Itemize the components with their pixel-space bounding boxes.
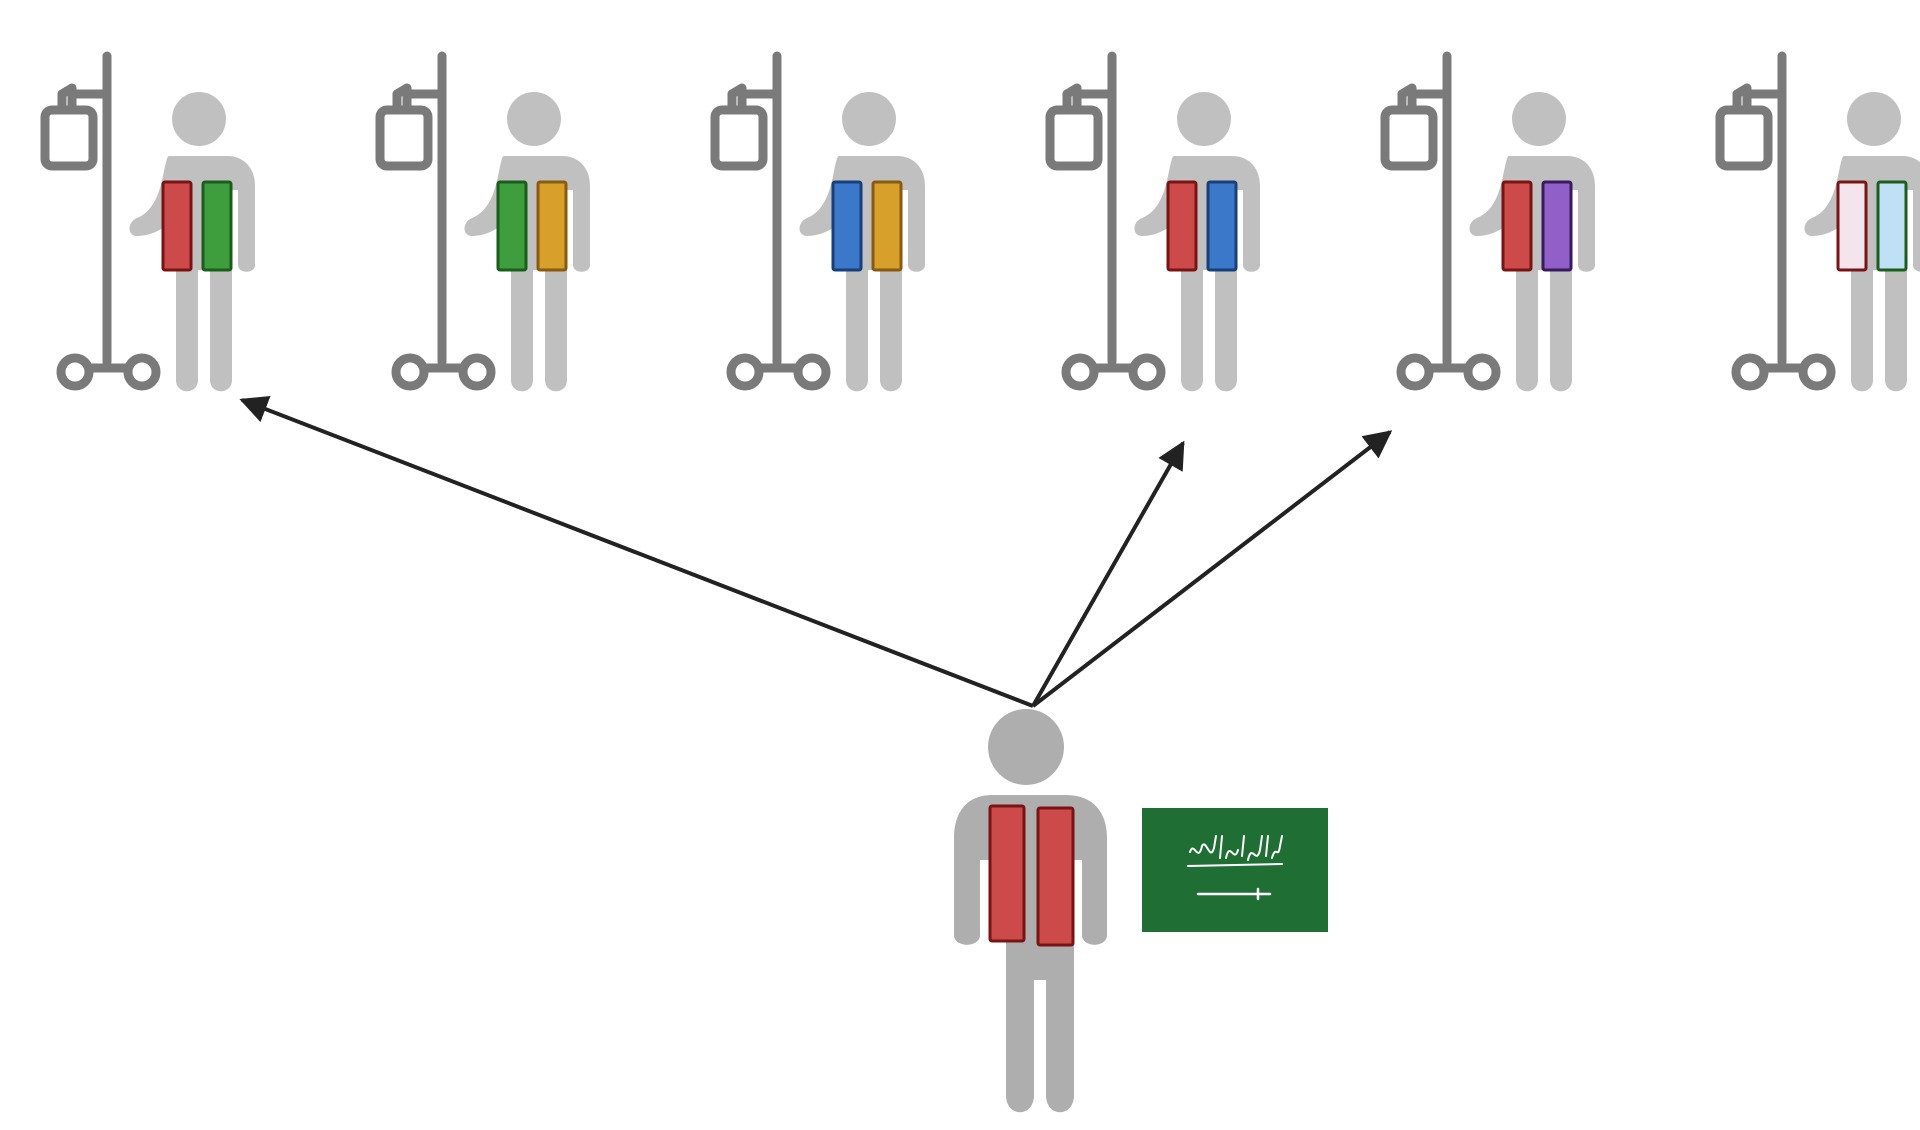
iv-pole-icon <box>1715 51 1836 391</box>
iv-pole-icon <box>1045 51 1166 391</box>
recipient-6-allele-left <box>1836 180 1868 272</box>
recipient-4-figure <box>1045 51 1260 392</box>
wheel-icon <box>1061 353 1099 391</box>
recipient-5-allele-right <box>1541 180 1573 272</box>
recipient-1-allele-left <box>161 180 193 272</box>
recipient-4-allele-right <box>1206 180 1238 272</box>
iv-pole-icon <box>375 51 496 391</box>
iv-pole-icon <box>710 51 831 391</box>
donor-allele-right <box>1036 806 1075 947</box>
recipient-2-allele-right <box>536 180 568 272</box>
head-icon <box>1177 92 1231 146</box>
wheel-icon <box>458 353 496 391</box>
iv-bag-icon <box>1715 105 1773 171</box>
iv-bag-icon <box>710 105 768 171</box>
wheel-icon <box>1731 353 1769 391</box>
donor-group <box>954 709 1328 1113</box>
wheel-icon <box>793 353 831 391</box>
iv-bag-icon <box>375 105 433 171</box>
wheel-icon <box>1128 353 1166 391</box>
recipient-5-figure <box>1380 51 1595 392</box>
recipient-1-allele-right <box>201 180 233 272</box>
iv-pole-icon <box>1380 51 1501 391</box>
recipient-2-figure <box>375 51 590 392</box>
body-icon <box>954 795 1107 1113</box>
wheel-icon <box>123 353 161 391</box>
wheel-icon <box>726 353 764 391</box>
head-icon <box>1512 92 1566 146</box>
donor-figure <box>954 709 1107 1113</box>
wheel-icon <box>56 353 94 391</box>
iv-bag-icon <box>1380 105 1438 171</box>
recipient-4-allele-left <box>1166 180 1198 272</box>
donor-allele-left <box>988 804 1026 943</box>
recipient-3-allele-left <box>831 180 863 272</box>
wheel-icon <box>391 353 429 391</box>
flag-field <box>1142 808 1328 932</box>
recipient-3-allele-right <box>871 180 903 272</box>
recipient-6-figure <box>1715 51 1920 392</box>
head-icon <box>988 709 1064 785</box>
wheel-icon <box>1798 353 1836 391</box>
recipient-1-figure <box>40 51 255 392</box>
recipient-2-allele-left <box>496 180 528 272</box>
iv-bag-icon <box>1045 105 1103 171</box>
match-arrows <box>239 396 1393 708</box>
arrow-to-recipient-5 <box>1031 430 1393 708</box>
recipients-row <box>40 51 1920 392</box>
recipient-5-allele-left <box>1501 180 1533 272</box>
wheel-icon <box>1396 353 1434 391</box>
arrow-to-recipient-4 <box>1031 440 1185 707</box>
shahada-script-icon <box>1187 835 1283 867</box>
recipient-3-figure <box>710 51 925 392</box>
saudi-arabia-flag <box>1142 808 1328 932</box>
iv-pole-icon <box>40 51 161 391</box>
head-icon <box>172 92 226 146</box>
arrow-to-recipient-1 <box>239 396 1034 708</box>
head-icon <box>507 92 561 146</box>
sword-icon <box>1196 887 1272 901</box>
iv-bag-icon <box>40 105 98 171</box>
wheel-icon <box>1463 353 1501 391</box>
recipient-6-allele-right <box>1876 180 1908 272</box>
head-icon <box>1847 92 1901 146</box>
donor-figure-icon <box>954 709 1107 1113</box>
head-icon <box>842 92 896 146</box>
